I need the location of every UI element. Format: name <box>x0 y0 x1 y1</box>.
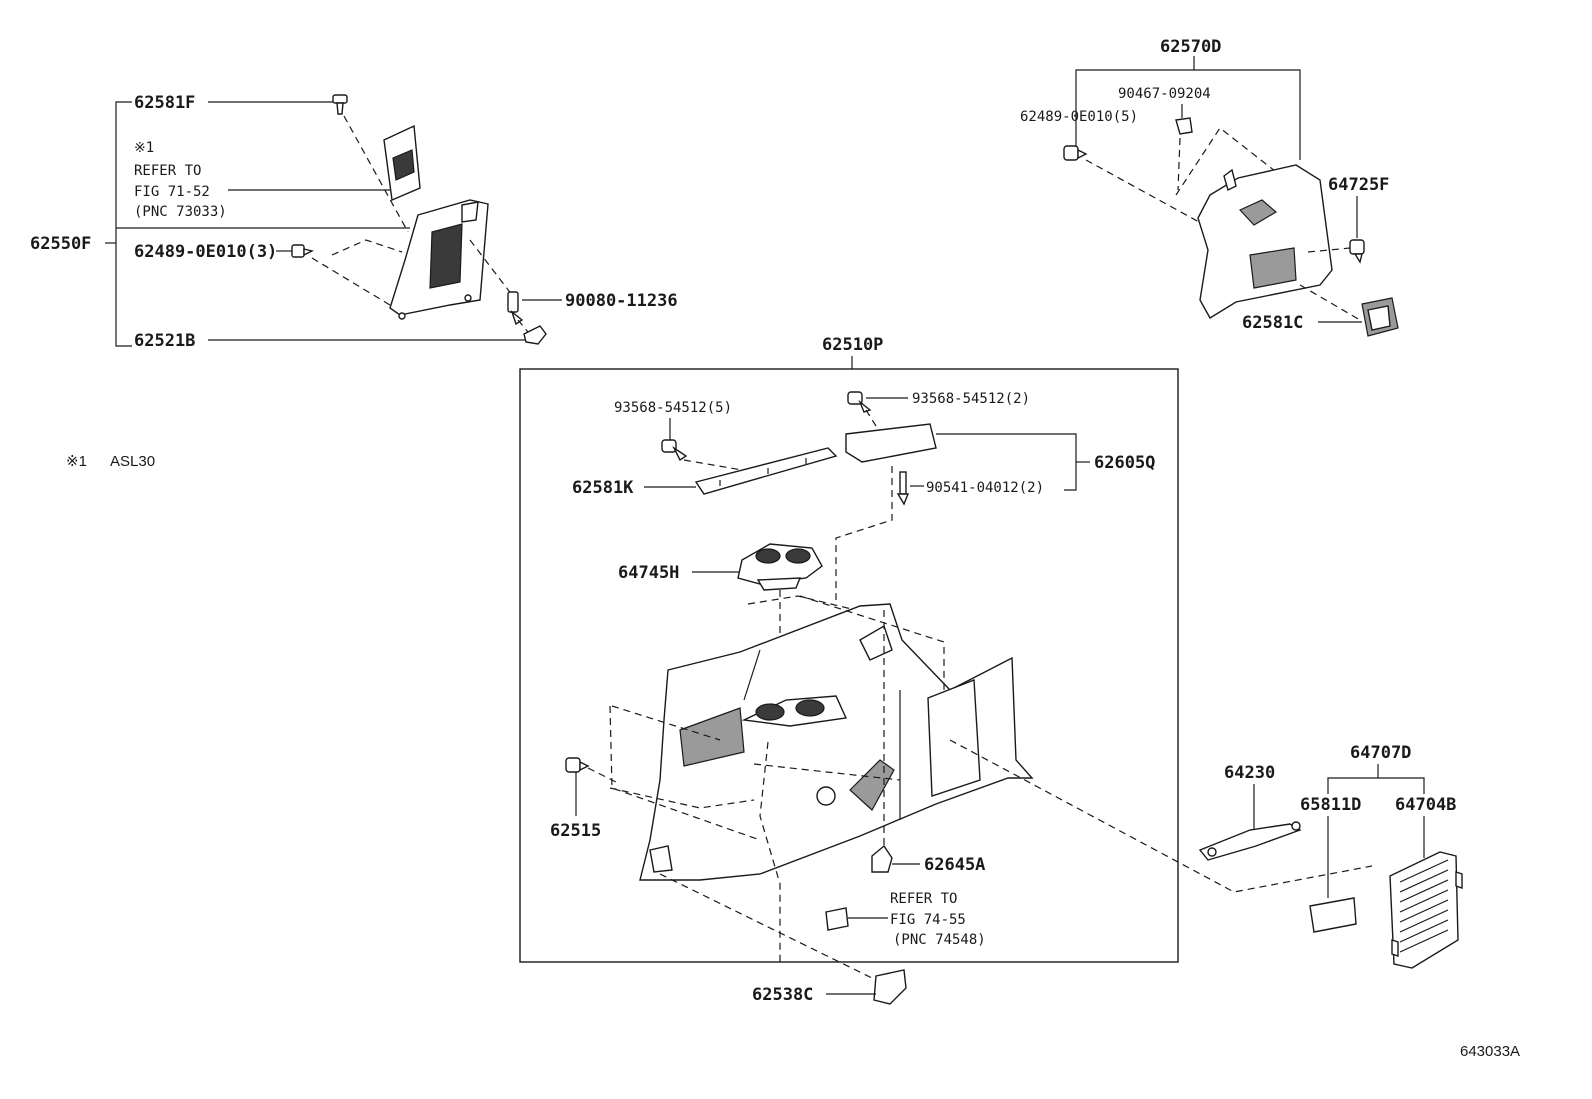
note-mark-1: ※1 <box>134 140 154 156</box>
label-62538C[interactable]: 62538C <box>752 985 813 1005</box>
rail-62581K <box>694 447 838 495</box>
group-62538C: 62538C <box>659 873 907 1005</box>
label-62515[interactable]: 62515 <box>550 821 601 841</box>
pad-refer-74-55 <box>825 907 849 931</box>
assembly-box-62510P <box>519 368 1179 963</box>
trim-panel-62510P <box>639 603 1034 881</box>
label-62489-0E010-5[interactable]: 62489-0E010(5) <box>1020 109 1138 125</box>
clip-62489-0E010-5 <box>1063 145 1088 161</box>
clip-90467-09204 <box>1175 117 1193 135</box>
label-62489-0E010-3[interactable]: 62489-0E010(3) <box>134 242 277 262</box>
screw-93568-54512-5 <box>661 439 688 462</box>
refer-to-b-line2[interactable]: FIG 74-55 <box>890 912 966 928</box>
trim-panel-62550F <box>389 199 489 320</box>
refer-to-a-line3: (PNC 73033) <box>134 204 227 220</box>
label-93568-54512-5[interactable]: 93568-54512(5) <box>614 400 732 416</box>
label-64725F[interactable]: 64725F <box>1328 175 1389 195</box>
refer-to-a-line2[interactable]: FIG 71-52 <box>134 184 210 200</box>
clip-62515 <box>565 757 590 773</box>
group-62570D: 62570D 90467-09204 62489-0E010(5) 64725F <box>1020 37 1399 337</box>
screw-93568-54512-2 <box>847 391 872 413</box>
group-62510P: 62510P 93568-54512(5) 62581K 93568-54512… <box>519 335 1373 966</box>
label-62581C[interactable]: 62581C <box>1242 313 1303 333</box>
refer-to-b-line1: REFER TO <box>890 891 957 907</box>
screw-90080-11236 <box>507 291 524 326</box>
label-90080-11236[interactable]: 90080-11236 <box>565 291 678 311</box>
bracket-64230 <box>1198 821 1302 861</box>
label-62510P[interactable]: 62510P <box>822 335 883 355</box>
quarter-panel-upper <box>1197 164 1333 319</box>
group-64230: 64230 <box>1198 763 1302 861</box>
cup-holder-64745H <box>737 543 823 591</box>
bracket-62550F <box>115 101 132 347</box>
pad-65811D <box>1309 897 1357 933</box>
footnote-mark: ※1 <box>66 453 87 470</box>
label-62605Q[interactable]: 62605Q <box>1094 453 1155 473</box>
label-62581K[interactable]: 62581K <box>572 478 634 498</box>
label-62570D[interactable]: 62570D <box>1160 37 1221 57</box>
label-62581F[interactable]: 62581F <box>134 93 195 113</box>
label-62521B[interactable]: 62521B <box>134 331 195 351</box>
cover-62605Q <box>845 423 937 463</box>
refer-to-b-line3: (PNC 74548) <box>893 932 986 948</box>
clip-62581F <box>332 94 348 115</box>
cover-62581C <box>1361 297 1399 337</box>
label-90467-09204[interactable]: 90467-09204 <box>1118 86 1211 102</box>
label-64745H[interactable]: 64745H <box>618 563 679 583</box>
cover-62645A <box>871 844 893 873</box>
cover-62538C <box>873 969 907 1005</box>
diagram-id: 643033A <box>1460 1043 1520 1060</box>
group-62550F: 62550F 62581F ※1 REFER TO FIG 71-52 (PNC… <box>30 93 678 351</box>
assist-grip-part <box>383 124 421 202</box>
clip-64725F <box>1349 239 1365 264</box>
label-64707D[interactable]: 64707D <box>1350 743 1411 763</box>
label-65811D[interactable]: 65811D <box>1300 795 1361 815</box>
label-62550F[interactable]: 62550F <box>30 234 91 254</box>
label-90541-04012[interactable]: 90541-04012(2) <box>926 480 1044 496</box>
cover-62521B <box>523 325 547 345</box>
footnote-text: ASL30 <box>110 453 155 470</box>
label-64230[interactable]: 64230 <box>1224 763 1275 783</box>
group-64707D: 64707D 65811D 64704B <box>1300 743 1463 969</box>
clip-62489-0E010-3 <box>291 244 315 258</box>
grille-64704B <box>1389 851 1463 969</box>
refer-to-a-line1: REFER TO <box>134 163 201 179</box>
label-64704B[interactable]: 64704B <box>1395 795 1456 815</box>
label-93568-54512-2[interactable]: 93568-54512(2) <box>912 391 1030 407</box>
screw-90541-04012 <box>896 471 910 506</box>
label-62645A[interactable]: 62645A <box>924 855 985 875</box>
